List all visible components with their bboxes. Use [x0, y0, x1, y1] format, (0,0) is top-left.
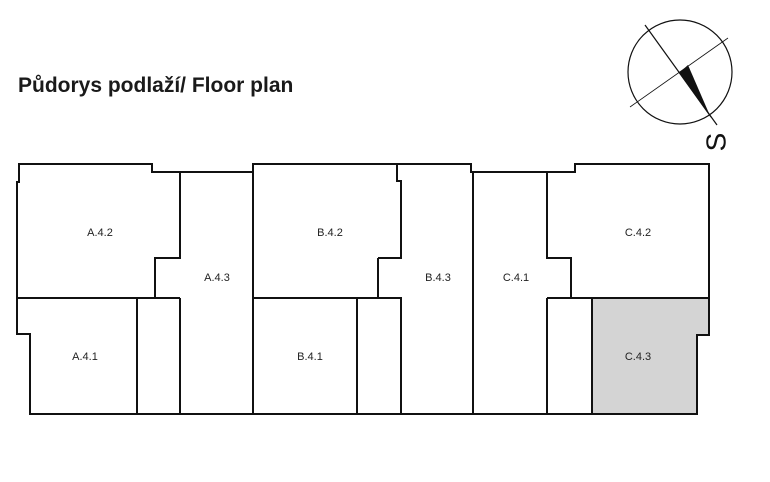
page-title: Půdorys podlaží/ Floor plan: [18, 74, 294, 97]
room-label-c42[interactable]: C.4.2: [625, 227, 651, 239]
outer-walls: [16, 163, 710, 415]
room-label-a41[interactable]: A.4.1: [72, 351, 98, 363]
room-label-b43[interactable]: B.4.3: [425, 272, 451, 284]
compass-icon: S: [627, 19, 733, 152]
room-label-b41[interactable]: B.4.1: [297, 351, 323, 363]
interior-walls: [17, 164, 709, 414]
compass-south-label: S: [700, 133, 731, 152]
room-label-a42[interactable]: A.4.2: [87, 227, 113, 239]
room-c43-highlight[interactable]: [592, 298, 709, 414]
room-label-c41[interactable]: C.4.1: [503, 272, 529, 284]
room-label-a43[interactable]: A.4.3: [204, 272, 230, 284]
room-label-b42[interactable]: B.4.2: [317, 227, 343, 239]
room-label-c43[interactable]: C.4.3: [625, 351, 651, 363]
